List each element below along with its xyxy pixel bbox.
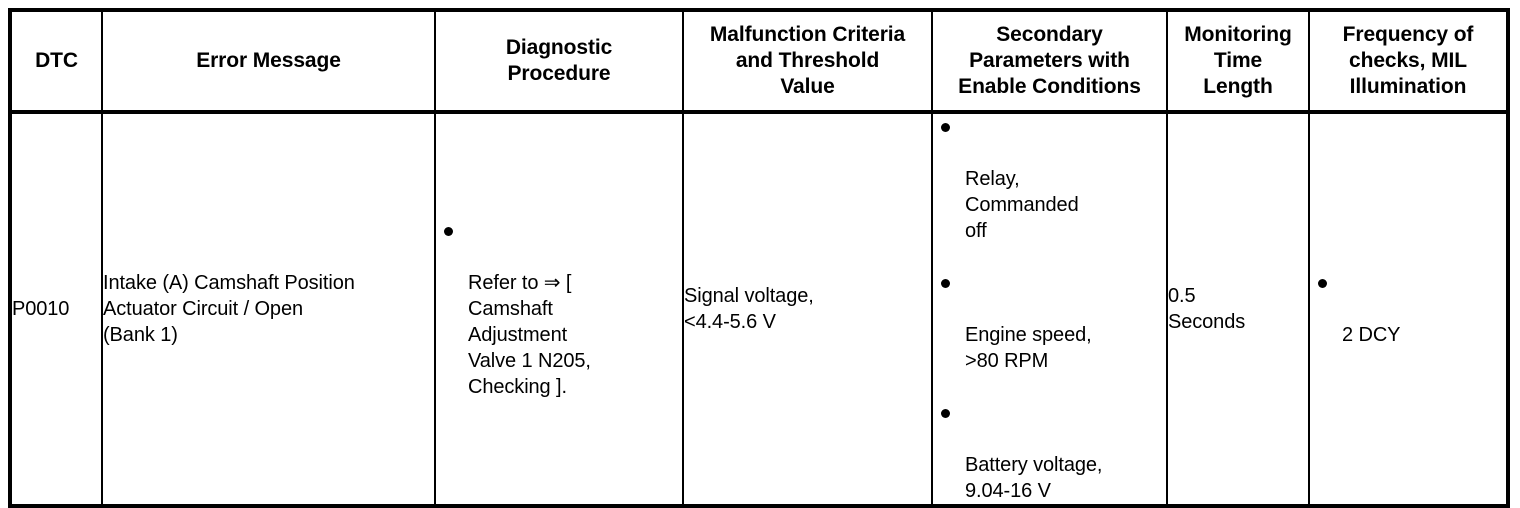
list-item: Relay, Commanded off	[933, 114, 1166, 244]
bullet-icon	[444, 227, 453, 236]
list-item: Battery voltage, 9.04-16 V	[933, 400, 1166, 504]
malfunction-criteria-text: Signal voltage, <4.4-5.6 V	[684, 285, 814, 333]
list-item: 2 DCY	[1310, 270, 1506, 348]
column-header-error-message: Error Message	[101, 10, 436, 114]
monitoring-time-text: 0.5 Seconds	[1168, 285, 1246, 333]
column-header-monitoring-time-label: Monitoring Time Length	[1184, 23, 1292, 98]
table-body: P0010 Intake (A) Camshaft Position Actua…	[9, 112, 1509, 506]
cell-malfunction-criteria: Signal voltage, <4.4-5.6 V	[682, 112, 933, 506]
column-header-frequency-mil: Frequency of checks, MIL Illumination	[1308, 10, 1509, 114]
cell-frequency-mil: 2 DCY	[1308, 112, 1509, 506]
list-item-label: 2 DCY	[1342, 324, 1401, 346]
column-header-diagnostic-procedure: Diagnostic Procedure	[434, 10, 684, 114]
bullet-icon	[1318, 279, 1327, 288]
column-header-secondary-parameters: Secondary Parameters with Enable Conditi…	[931, 10, 1168, 114]
cell-secondary-parameters: Relay, Commanded off Engine speed, >80 R…	[931, 112, 1168, 506]
column-header-malfunction-criteria-label: Malfunction Criteria and Threshold Value	[709, 23, 906, 98]
error-message-text: Intake (A) Camshaft Position Actuator Ci…	[103, 272, 355, 346]
column-header-secondary-parameters-label: Secondary Parameters with Enable Conditi…	[958, 23, 1141, 98]
list-item-label: Engine speed, >80 RPM	[965, 324, 1092, 372]
list-item: Engine speed, >80 RPM	[933, 270, 1166, 374]
column-header-frequency-mil-label: Frequency of checks, MIL Illumination	[1342, 23, 1474, 98]
cell-diagnostic-procedure: Refer to ⇒ [ Camshaft Adjustment Valve 1…	[434, 112, 684, 506]
dtc-diagnostics-table: DTC Error Message Diagnostic Procedure M…	[8, 8, 1510, 508]
column-header-dtc: DTC	[9, 10, 103, 114]
bullet-icon	[941, 279, 950, 288]
list-item-label: Battery voltage, 9.04-16 V	[965, 454, 1103, 502]
list-item-label: Relay, Commanded off	[965, 168, 1079, 242]
secondary-parameters-list: Relay, Commanded off Engine speed, >80 R…	[933, 114, 1166, 504]
list-item-label: Refer to ⇒ [ Camshaft Adjustment Valve 1…	[468, 272, 591, 398]
list-item: Refer to ⇒ [ Camshaft Adjustment Valve 1…	[436, 218, 682, 400]
column-header-diagnostic-procedure-label: Diagnostic Procedure	[505, 36, 613, 85]
frequency-mil-list: 2 DCY	[1310, 270, 1506, 348]
column-header-malfunction-criteria: Malfunction Criteria and Threshold Value	[682, 10, 933, 114]
column-header-monitoring-time: Monitoring Time Length	[1166, 10, 1310, 114]
diagnostic-procedure-list: Refer to ⇒ [ Camshaft Adjustment Valve 1…	[436, 218, 682, 400]
column-header-error-message-label: Error Message	[196, 49, 341, 72]
table-row: P0010 Intake (A) Camshaft Position Actua…	[9, 112, 1509, 506]
bullet-icon	[941, 123, 950, 132]
dtc-code: P0010	[12, 298, 70, 320]
cell-dtc: P0010	[9, 112, 103, 506]
column-header-dtc-label: DTC	[35, 49, 78, 72]
table-header: DTC Error Message Diagnostic Procedure M…	[9, 10, 1509, 114]
document-canvas: DTC Error Message Diagnostic Procedure M…	[8, 8, 1510, 508]
cell-error-message: Intake (A) Camshaft Position Actuator Ci…	[101, 112, 436, 506]
bullet-icon	[941, 409, 950, 418]
header-row: DTC Error Message Diagnostic Procedure M…	[9, 10, 1509, 114]
cell-monitoring-time: 0.5 Seconds	[1166, 112, 1310, 506]
